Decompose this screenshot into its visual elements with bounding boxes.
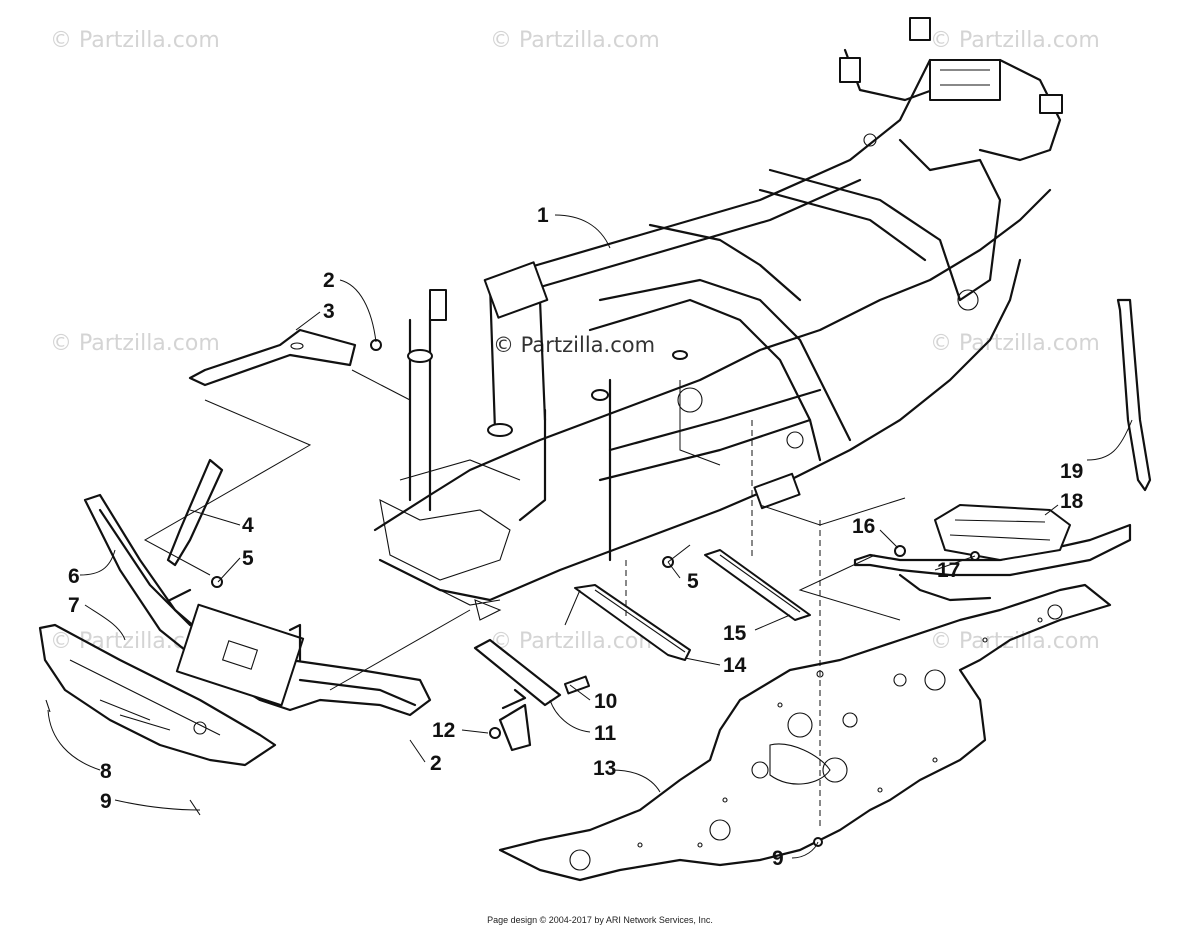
front-bumper xyxy=(83,493,432,717)
rod xyxy=(1116,298,1152,492)
callout-9: 9 xyxy=(100,790,112,813)
front-bracket xyxy=(188,328,382,387)
callout-2: 2 xyxy=(430,752,442,775)
watermark: © Partzilla.com xyxy=(50,331,220,356)
callout-6: 6 xyxy=(68,565,80,588)
callout-7: 7 xyxy=(68,594,80,617)
watermark-center: © Partzilla.com xyxy=(493,333,655,357)
callout-10: 10 xyxy=(594,690,617,713)
bolt-shank xyxy=(667,544,691,563)
callout-2: 2 xyxy=(323,269,335,292)
watermark: © Partzilla.com xyxy=(490,629,660,654)
support-bracket xyxy=(473,638,591,752)
leader-lines xyxy=(47,214,1133,859)
skid-plate xyxy=(498,583,1112,882)
callout-19: 19 xyxy=(1060,460,1083,483)
callout-15: 15 xyxy=(723,622,747,645)
callout-4: 4 xyxy=(242,514,254,537)
callout-9: 9 xyxy=(772,847,784,870)
callout-5: 5 xyxy=(242,547,254,570)
watermark: © Partzilla.com xyxy=(490,28,660,53)
callout-labels: 1 2 3 4 5 5 6 7 8 9 9 10 11 12 2 13 14 1… xyxy=(68,204,1084,870)
front-skid-guard xyxy=(38,623,277,816)
watermark: © Partzilla.com xyxy=(50,28,220,53)
bumper-brace xyxy=(166,458,224,588)
callout-5: 5 xyxy=(687,570,699,593)
callout-3: 3 xyxy=(323,300,335,323)
callout-16: 16 xyxy=(852,515,875,538)
callout-18: 18 xyxy=(1060,490,1084,513)
watermark: © Partzilla.com xyxy=(930,629,1100,654)
footwell-plates xyxy=(574,549,811,661)
main-frame xyxy=(373,17,1063,621)
watermark: © Partzilla.com xyxy=(930,331,1100,356)
callout-12: 12 xyxy=(432,719,455,742)
callout-17: 17 xyxy=(937,559,960,582)
callout-11: 11 xyxy=(594,722,617,745)
callout-14: 14 xyxy=(723,654,747,677)
watermark: © Partzilla.com xyxy=(930,28,1100,53)
callout-13: 13 xyxy=(593,757,616,780)
assembly-lines xyxy=(143,369,906,830)
page-footer: Page design © 2004-2017 by ARI Network S… xyxy=(487,915,713,925)
callout-8: 8 xyxy=(100,760,112,783)
callout-1: 1 xyxy=(537,204,549,227)
rear-rack xyxy=(853,504,1132,602)
